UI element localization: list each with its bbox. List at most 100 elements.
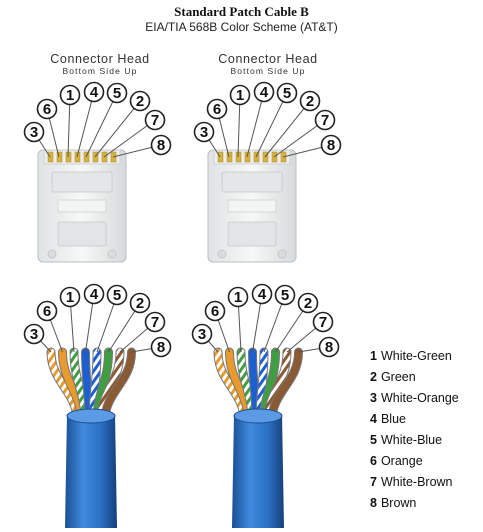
callout-line [273,119,326,158]
legend-number: 5 [370,433,377,447]
pin-number-circle [318,336,340,358]
pin-number-circle [227,286,249,308]
connector-foot [217,249,227,259]
pin-number-circle [206,98,228,120]
ethernet-cable [46,347,136,528]
pin-number-label: 3 [200,124,208,141]
legend-label: Brown [380,496,417,510]
pin-number-circle [276,82,298,104]
connector-foot [277,249,287,259]
pin-number-circle [274,284,296,306]
connector-latch [227,221,277,247]
legend-label: Blue [380,412,406,426]
connector-latch [57,221,107,247]
pin-number-circle [36,98,58,120]
pin-number-label: 5 [283,85,291,102]
pin-number-label: 6 [211,303,219,320]
pin-number-circle [129,90,151,112]
connector-pin-contact [47,151,54,163]
connector-foot [107,249,117,259]
pin-number-circle [144,311,166,333]
callout-line [264,100,311,158]
callout-line [255,92,288,158]
pin-number-circle [193,121,215,143]
pin-number-label: 4 [260,84,269,101]
connector-head-title: Connector Head [218,52,318,66]
pin-number-circle [106,82,128,104]
connector-head-label-right: Connector Head Bottom Side Up [188,52,348,77]
rj45-connector [37,149,127,263]
connector-foot [47,249,57,259]
connector-contact-strip [213,149,291,165]
pin-number-circle [23,121,45,143]
pin-number-label: 3 [198,326,206,343]
pin-number-label: 3 [30,326,38,343]
pin-number-circle [150,336,172,358]
legend-number: 3 [370,391,377,405]
pin-number-label: 1 [66,87,74,104]
pin-number-label: 2 [136,93,144,110]
legend-label: White-Orange [380,391,459,405]
callout-line [85,92,118,158]
connector-pin-contact [226,151,233,163]
pin-number-label: 5 [113,287,121,304]
cable-group [46,347,303,528]
connector-pin-contact [217,151,224,163]
legend-label: White-Blue [380,433,443,447]
pin-number-circle [23,323,45,345]
connector-head-label-left: Connector Head Bottom Side Up [20,53,180,77]
pin-number-label: 2 [306,93,314,110]
callout-line [76,91,95,158]
pin-number-label: 8 [157,137,165,154]
pin-number-circle [144,109,166,131]
pin-number-label: 8 [325,339,333,356]
connector-pin-contact [56,151,63,163]
cable-jacket-end [233,408,283,424]
pin-number-circle [150,134,172,156]
connector-head-subtitle: Bottom Side Up [62,66,138,76]
pin-number-label: 6 [213,101,221,118]
legend-number: 6 [370,454,377,468]
rj45-connector [207,149,297,263]
connector-ridge [221,171,283,193]
pin-number-circle [36,300,58,322]
connector-latch-slot [227,199,277,213]
legend-number: 8 [370,496,377,510]
pin-number-circle [204,300,226,322]
legend-number: 1 [370,349,377,363]
pin-number-label: 7 [319,314,327,331]
legend-label: White-Brown [380,475,453,489]
legend-number: 4 [370,412,377,426]
diagram-subtitle: EIA/TIA 568B Color Scheme (AT&T) [145,20,338,34]
pin-number-circle [251,283,273,305]
pin-number-label: 6 [43,101,51,118]
legend-number: 7 [370,475,377,489]
diagram-title: Standard Patch Cable B [174,4,309,19]
callout-line [103,119,156,158]
pin-number-label: 8 [157,339,165,356]
connector-contact-strip [43,149,121,165]
pin-number-label: 5 [113,85,121,102]
pin-number-label: 7 [151,112,159,129]
pin-number-circle [297,292,319,314]
legend-label: Green [380,370,416,384]
pin-number-label: 6 [43,303,51,320]
pin-number-circle [106,284,128,306]
connector-head-subtitle: Bottom Side Up [230,66,306,76]
legend-label: White-Green [380,349,452,363]
pin-number-label: 4 [90,286,99,303]
pin-number-label: 2 [304,295,312,312]
legend-number: 2 [370,370,377,384]
